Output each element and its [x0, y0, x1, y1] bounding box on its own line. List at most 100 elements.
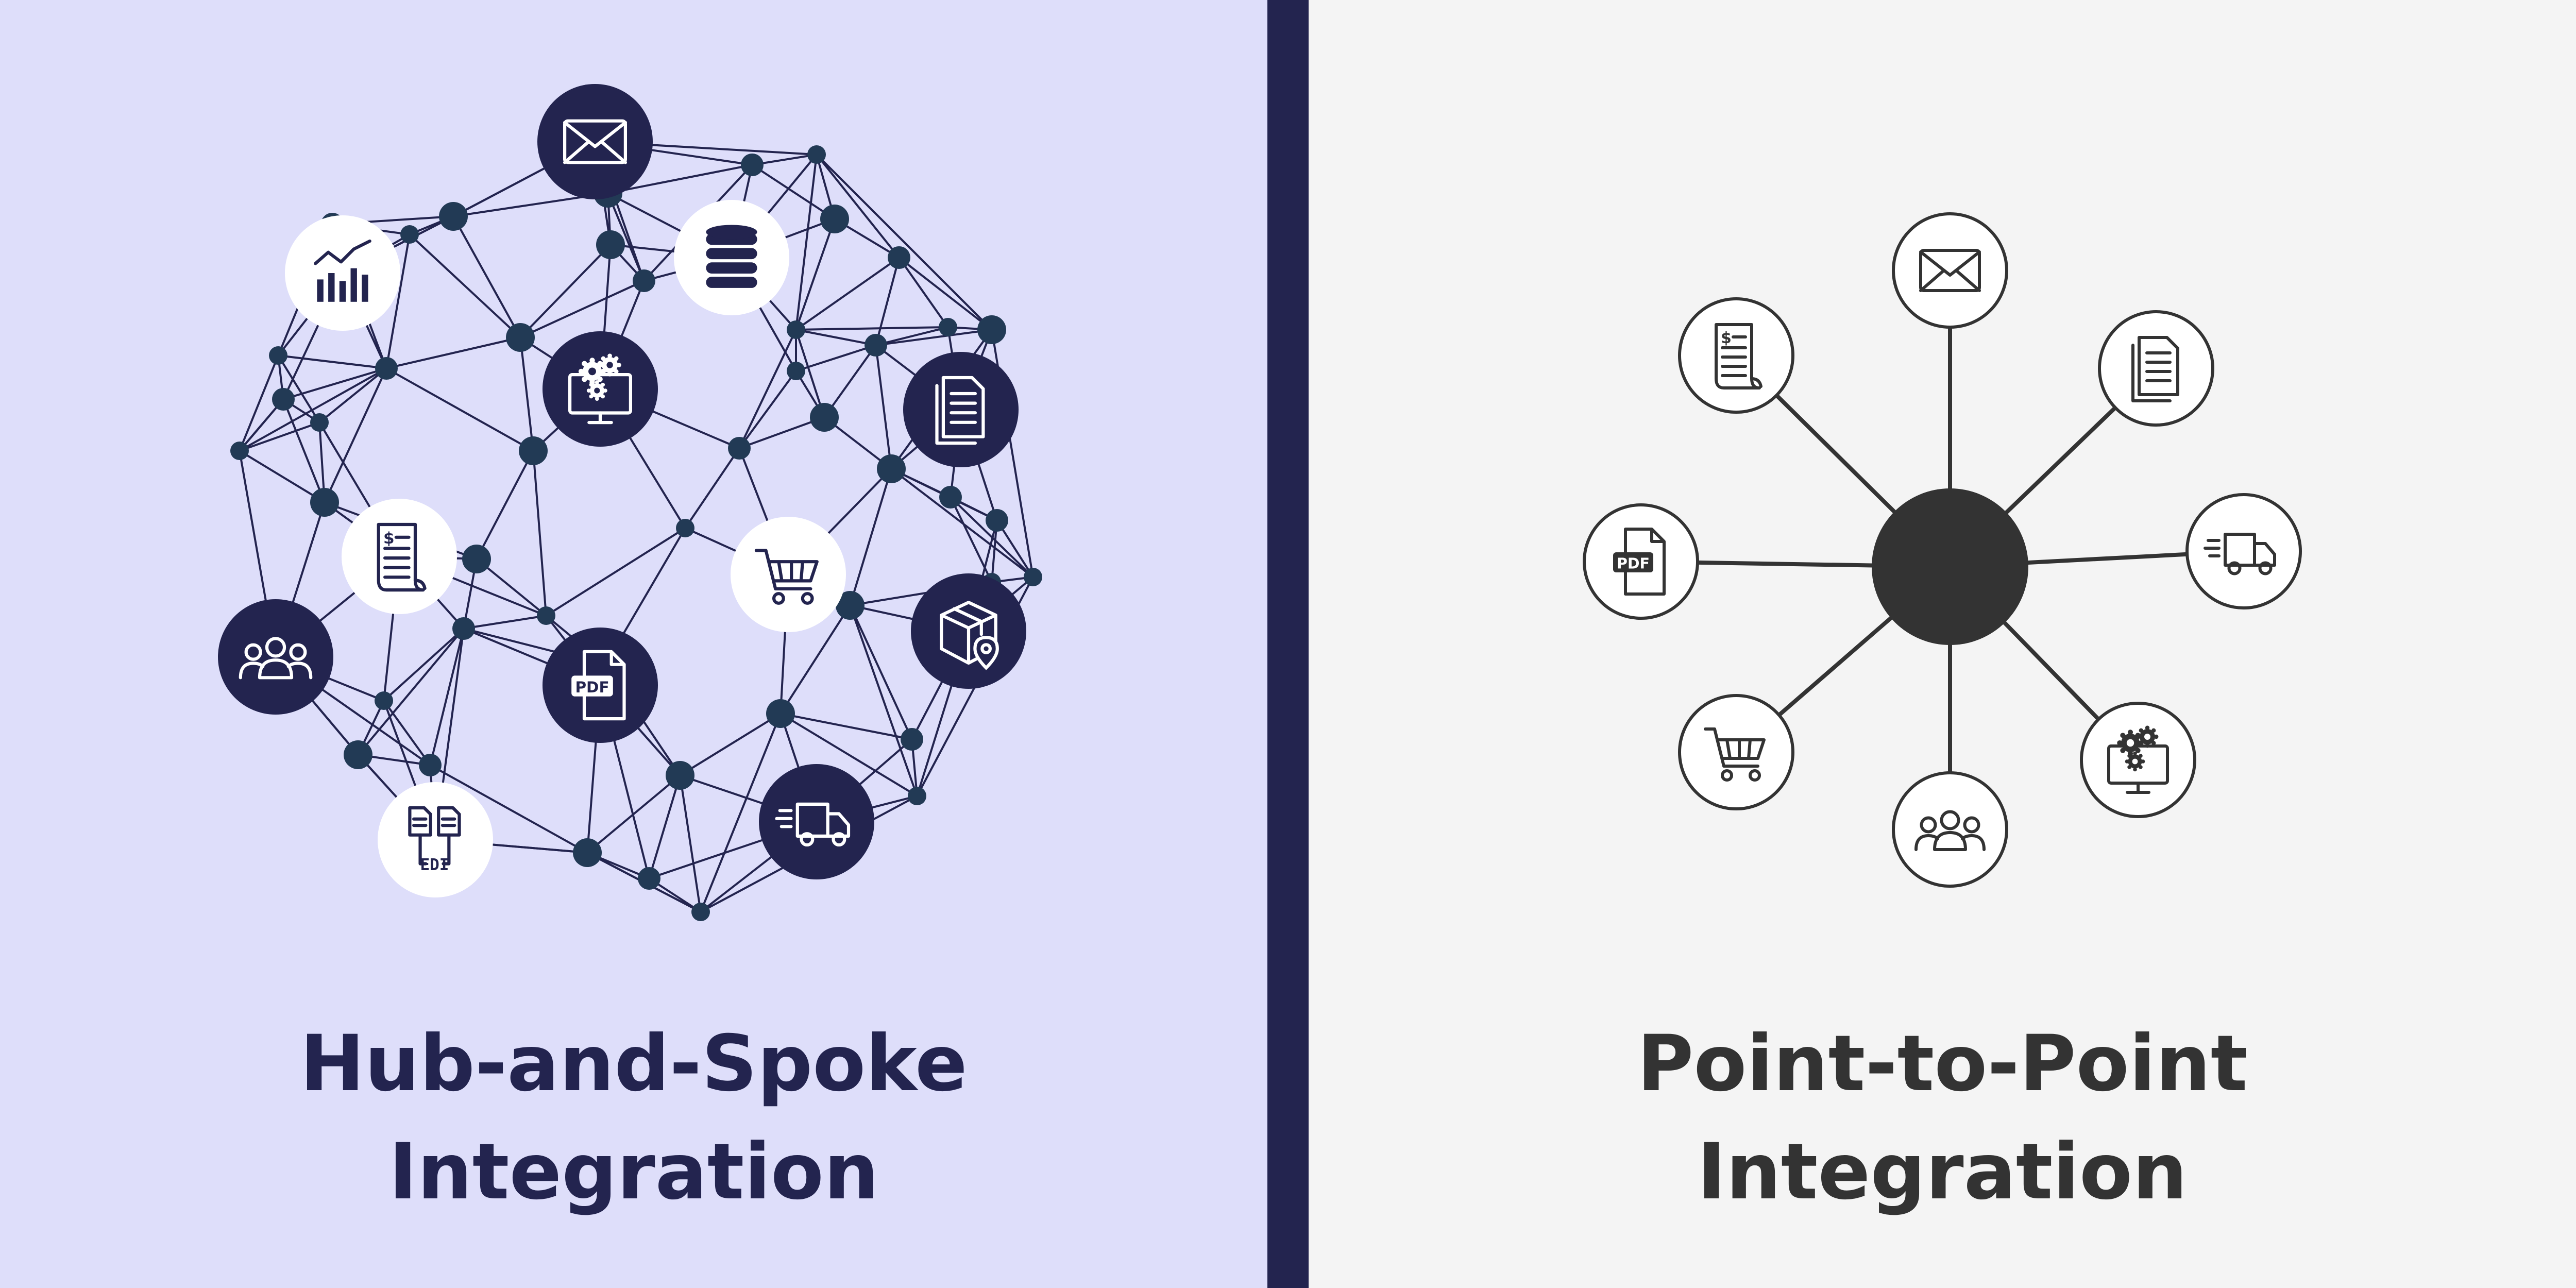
mesh-node [596, 230, 625, 259]
mesh-node [506, 323, 535, 352]
mesh-node [908, 787, 926, 805]
mesh-line [532, 450, 547, 616]
mesh-line [383, 700, 431, 766]
mesh-line [875, 345, 892, 469]
mesh-node [939, 486, 962, 509]
mesh-line [795, 329, 876, 346]
svg-text:$: $ [383, 529, 395, 548]
mesh-node [439, 202, 468, 231]
hub-icons: $ PDF EDI [218, 84, 1026, 897]
point-to-point-title-line2: Integration [1697, 1127, 2188, 1217]
mesh-line [950, 497, 993, 583]
mesh-node [375, 691, 393, 710]
monitor-gears-icon [543, 331, 658, 447]
mesh-line [476, 450, 534, 560]
mesh-node [877, 454, 906, 483]
hub-and-spoke-panel: $ PDF EDI Hub-and-Spoke Integration [0, 0, 1267, 1288]
mesh-line [386, 367, 534, 452]
mesh-node [888, 246, 910, 269]
point-to-point-diagram: $PDF [1583, 212, 2302, 888]
package-location-icon [911, 573, 1026, 689]
envelope-icon [1892, 212, 2008, 329]
cart-icon [731, 517, 846, 632]
mesh-line [849, 468, 892, 606]
mesh-line [545, 527, 686, 617]
mesh-line [385, 234, 411, 369]
mesh-line [779, 713, 918, 797]
mesh-line [520, 280, 645, 338]
invoice-icon: $ [342, 499, 457, 614]
mesh-line [684, 447, 740, 529]
mesh-line [430, 764, 588, 854]
mesh-line [898, 257, 949, 328]
mesh-node [452, 617, 475, 640]
mesh-node [901, 728, 923, 751]
mesh-node [344, 740, 372, 769]
mesh-line [795, 154, 818, 330]
mesh-node [836, 591, 865, 620]
mesh-line [607, 164, 753, 194]
mesh-line [700, 713, 782, 912]
mesh-line [738, 329, 797, 449]
mesh-node [787, 362, 805, 380]
mesh-line [452, 216, 521, 338]
hub-and-spoke-title: Hub-and-Spoke Integration [0, 1010, 1267, 1226]
mesh-node [638, 867, 660, 890]
hub-and-spoke-title-line2: Integration [388, 1127, 879, 1217]
mesh-line [849, 605, 918, 796]
mesh-line [898, 257, 993, 331]
mesh-node [272, 388, 295, 411]
mesh-line [386, 336, 521, 369]
mesh-line [795, 257, 900, 331]
mesh-line [679, 713, 782, 776]
mesh-node [986, 509, 1008, 532]
database-icon [674, 200, 789, 315]
mesh-node [537, 606, 555, 625]
mesh-node [1024, 568, 1042, 586]
point-icons: $PDF [1583, 212, 2302, 888]
svg-text:$: $ [1721, 329, 1732, 347]
mesh-line [679, 775, 702, 912]
mesh-line [648, 775, 681, 879]
mesh-node [573, 838, 602, 867]
mesh-node [741, 154, 764, 176]
mesh-node [939, 318, 957, 336]
mesh-line [816, 154, 900, 259]
point-to-point-title: Point-to-Point Integration [1309, 1010, 2576, 1226]
mesh-node [676, 519, 694, 537]
mesh-line [795, 218, 836, 330]
mesh-node [375, 357, 398, 380]
panel-divider [1267, 0, 1309, 1288]
mesh-line [283, 367, 387, 400]
mesh-node [310, 488, 339, 517]
mesh-line [278, 354, 387, 369]
mesh-line [739, 416, 825, 449]
mesh-node [419, 754, 442, 776]
mesh-line [738, 370, 797, 449]
central-hub-node [1872, 488, 2028, 645]
mesh-node [666, 761, 694, 790]
mesh-node [519, 436, 548, 465]
mesh-node [310, 413, 329, 432]
mesh-line [519, 244, 612, 338]
mesh-node [807, 145, 826, 164]
mesh-line [751, 164, 836, 220]
mesh-line [357, 628, 465, 756]
hub-and-spoke-title-line1: Hub-and-Spoke [300, 1019, 968, 1109]
edi-label: EDI [420, 856, 449, 874]
invoice-icon: $ [1678, 297, 1794, 414]
document-icon [903, 352, 1019, 467]
mesh-line [239, 421, 320, 452]
mesh-line [875, 329, 992, 346]
mesh-node [400, 225, 419, 244]
mesh-node [810, 403, 839, 432]
truck-icon [759, 764, 874, 879]
mesh-node [633, 269, 655, 292]
chart-icon [285, 215, 400, 331]
mesh-node [977, 315, 1006, 344]
hub-and-spoke-network-diagram: $ PDF EDI [218, 84, 1042, 921]
pdf-label: PDF [575, 679, 609, 696]
point-to-point-panel: $PDF Point-to-Point Integration [1309, 0, 2576, 1288]
mesh-line [476, 558, 547, 617]
mesh-line [816, 154, 993, 331]
